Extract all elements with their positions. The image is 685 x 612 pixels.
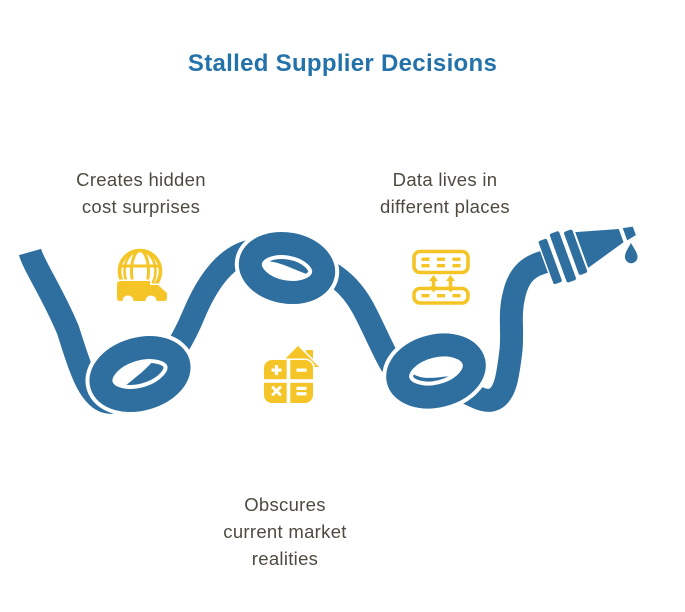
label-data-silos: Data lives in different places [380, 169, 510, 217]
page-title: Stalled Supplier Decisions [187, 50, 498, 77]
hose-knot-left [85, 332, 195, 416]
globe-truck-icon [115, 248, 169, 307]
hose-nozzle [537, 225, 638, 286]
hose-knot-top [234, 228, 340, 308]
server-sync-icon [412, 249, 470, 305]
water-drop-icon [624, 243, 638, 264]
label-hidden-costs: Creates hidden cost surprises [76, 169, 206, 217]
hose-knot-right [382, 329, 490, 413]
label-market-realities: Obscures current market realities [223, 494, 347, 569]
calculator-symbols [271, 365, 307, 396]
calculator-house-icon [262, 344, 321, 405]
